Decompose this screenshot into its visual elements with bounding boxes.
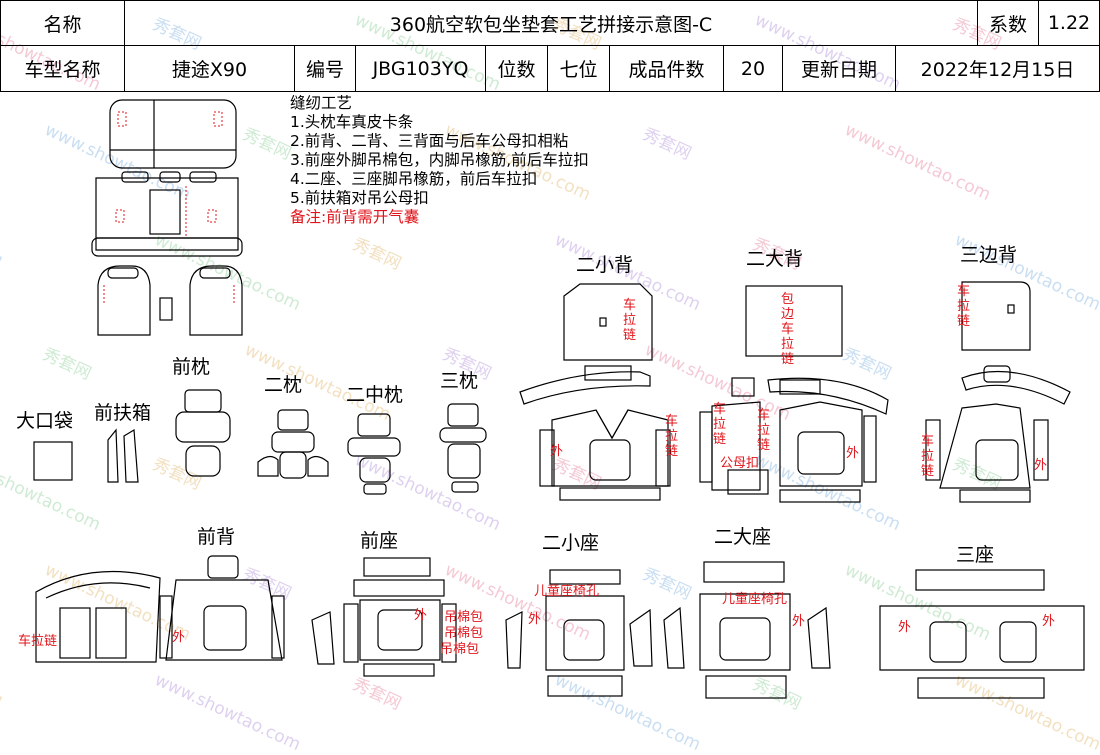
front-back-shape	[35, 555, 285, 663]
label-second-small-seat: 二小座	[542, 532, 600, 554]
annotation-outer: 外	[528, 612, 542, 627]
front-seat-shape	[311, 557, 457, 677]
overview-rear-bench	[109, 99, 237, 169]
second-small-seat-shape	[505, 569, 653, 697]
note-item: 3.前座外脚吊棉包，内脚吊橡筋,前后车拉扣	[290, 151, 589, 169]
annotation-zipper: 车拉链	[664, 414, 678, 459]
second-big-back-shape	[699, 285, 889, 503]
annotation-cotton-pack: 吊棉包	[440, 642, 480, 657]
big-pocket-shape	[33, 441, 73, 481]
note-item: 4.二座、三座脚吊橡筋，前后车拉扣	[290, 170, 538, 188]
overview-front-seats	[97, 265, 243, 336]
annotation-zipper: 车拉链	[712, 402, 726, 447]
annotation-zipper: 车拉链	[756, 408, 770, 453]
label-big-pocket: 大口袋	[16, 410, 74, 432]
annotation-cotton-pack: 吊棉包	[444, 626, 484, 641]
annotation-cotton-pack: 吊棉包	[444, 610, 484, 625]
annotation-child-seat-hole: 儿童座椅孔	[722, 592, 788, 607]
sewing-notes: 缝纫工艺 1.头枕车真皮卡条 2.前背、二背、三背面与后车公母扣相粘 3.前座外…	[290, 94, 589, 227]
front-headrest-shape	[175, 389, 231, 477]
note-item: 5.前扶箱对吊公母扣	[290, 189, 429, 207]
third-side-back-shape	[925, 281, 1071, 503]
note-item: 1.头枕车真皮卡条	[290, 113, 414, 131]
annotation-outer: 外	[1034, 458, 1048, 473]
label-second-small-back: 二小背	[576, 254, 634, 276]
annotation-zipper: 车拉链	[956, 284, 970, 329]
second-mid-headrest-shape	[347, 413, 401, 495]
label-front-seat: 前座	[360, 530, 399, 552]
header-table: 名称 360航空软包坐垫套工艺拼接示意图-C 系数 1.22 车型名称 捷途X9…	[0, 0, 1100, 92]
label-front-armrest: 前扶箱	[94, 402, 152, 424]
annotation-wrap-zipper: 包边车拉链	[780, 292, 794, 367]
annotation-outer: 外	[414, 608, 428, 623]
notes-title: 缝纫工艺	[290, 94, 353, 112]
third-seat-shape	[879, 569, 1085, 699]
annotation-outer: 外	[792, 614, 806, 629]
front-armrest-shape	[107, 428, 139, 483]
overview-mid-bench	[91, 171, 243, 257]
annotation-outer: 外	[172, 630, 186, 645]
label-second-big-seat: 二大座	[714, 526, 772, 548]
label-second-headrest: 二枕	[264, 374, 303, 396]
second-big-seat-shape	[663, 561, 831, 699]
annotation-outer: 外	[846, 446, 860, 461]
annotation-outer: 外	[1042, 614, 1056, 629]
note-item: 2.前背、二背、三背面与后车公母扣相粘	[290, 132, 569, 150]
annotation-outer: 外	[550, 444, 564, 459]
notes-remark: 备注:前背需开气囊	[290, 208, 420, 226]
annotation-child-seat-hole: 儿童座椅孔	[534, 584, 600, 599]
label-second-mid-headrest: 二中枕	[346, 384, 404, 406]
annotation-outer: 外	[898, 620, 912, 635]
pattern-drawing	[33, 99, 1085, 699]
label-front-back: 前背	[197, 526, 236, 548]
second-headrest-shape	[257, 409, 329, 479]
label-second-big-back: 二大背	[746, 248, 804, 270]
annotation-zipper: 车拉链	[622, 298, 636, 343]
label-third-side-back: 三边背	[960, 244, 1018, 266]
annotation-snap: 公母扣	[720, 456, 760, 471]
second-small-back-shape	[519, 283, 671, 501]
annotation-zipper: 车拉链	[18, 634, 58, 649]
label-third-headrest: 三枕	[440, 370, 479, 392]
label-front-headrest: 前枕	[172, 356, 211, 378]
label-third-seat: 三座	[956, 544, 995, 566]
annotation-zipper: 车拉链	[920, 434, 934, 479]
third-headrest-shape	[439, 403, 487, 493]
